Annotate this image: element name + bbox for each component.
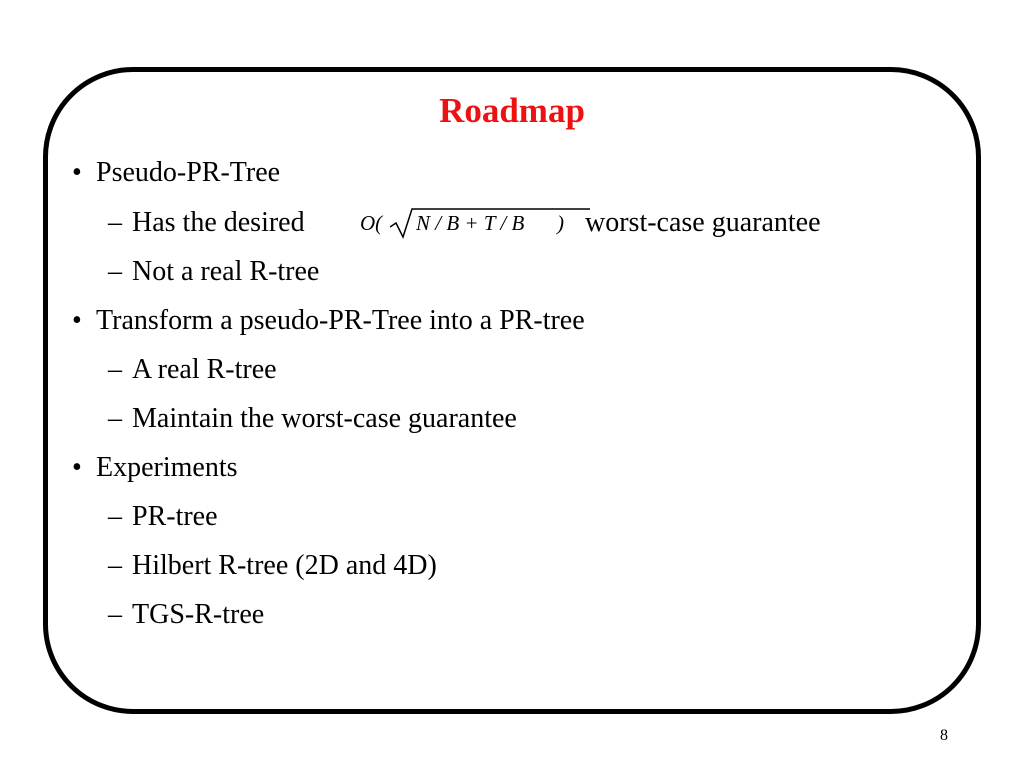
formula-open: O( xyxy=(360,211,383,235)
bullet-text: Pseudo-PR-Tree xyxy=(96,157,281,188)
bullet-tgs-rtree: –TGS-R-tree xyxy=(108,598,264,632)
bullet-text: Experiments xyxy=(96,452,238,483)
formula-radicand: N / B + T / B xyxy=(416,211,525,235)
bullet-text: PR-tree xyxy=(132,501,218,532)
bullet-marker: – xyxy=(108,501,122,532)
bullet-pr-tree: –PR-tree xyxy=(108,500,218,534)
slide-title: Roadmap xyxy=(439,91,585,130)
bullet-marker: • xyxy=(72,157,82,188)
bullet-hilbert-rtree: –Hilbert R-tree (2D and 4D) xyxy=(108,549,437,583)
formula-close: ) xyxy=(557,211,564,235)
bullet-text-after-formula: worst-case guarantee xyxy=(585,207,821,238)
slide-frame xyxy=(43,67,981,714)
bullet-marker: • xyxy=(72,305,82,336)
bullet-marker: • xyxy=(72,452,82,483)
bullet-desired-guarantee: –Has the desired xyxy=(108,206,305,240)
bullet-marker: – xyxy=(108,550,122,581)
bullet-marker: – xyxy=(108,599,122,630)
bullet-marker: – xyxy=(108,354,122,385)
bullet-text: A real R-tree xyxy=(132,354,277,385)
bullet-not-real-rtree: –Not a real R-tree xyxy=(108,255,319,289)
bullet-marker: – xyxy=(108,207,122,238)
bullet-text: TGS-R-tree xyxy=(132,599,265,630)
slide-number: 8 xyxy=(940,727,948,744)
bullet-pseudo-pr-tree: • Pseudo-PR-Tree xyxy=(72,156,280,190)
bullet-text: Has the desired xyxy=(132,207,305,238)
bullet-text: Hilbert R-tree (2D and 4D) xyxy=(132,550,437,581)
square-root-sign xyxy=(390,208,590,239)
bullet-marker: – xyxy=(108,403,122,434)
bullet-experiments: • Experiments xyxy=(72,451,238,485)
bullet-text: Transform a pseudo-PR-Tree into a PR-tre… xyxy=(96,305,585,336)
bullet-text: Not a real R-tree xyxy=(132,256,320,287)
bullet-text: Maintain the worst-case guarantee xyxy=(132,403,517,434)
bullet-maintain-guarantee: –Maintain the worst-case guarantee xyxy=(108,402,517,436)
bullet-real-rtree: –A real R-tree xyxy=(108,353,277,387)
bullet-transform: • Transform a pseudo-PR-Tree into a PR-tr… xyxy=(72,304,585,338)
bullet-marker: – xyxy=(108,256,122,287)
